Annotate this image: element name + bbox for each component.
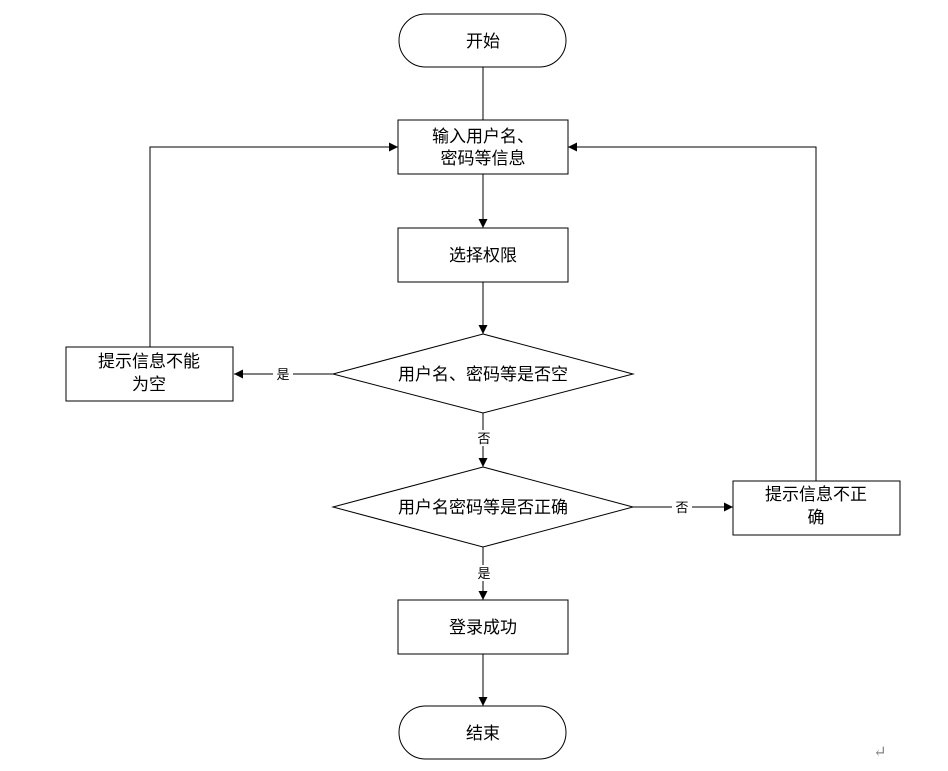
start-label: 开始: [466, 32, 500, 52]
empty-tip-line1: 提示信息不能: [98, 352, 200, 372]
login-success-label: 登录成功: [449, 618, 517, 638]
select-permission-label: 选择权限: [449, 246, 517, 266]
check-empty-decision: 用户名、密码等是否空: [331, 333, 635, 414]
wrong-tip-box: 提示信息不正 确: [732, 480, 901, 536]
empty-tip-line2: 为空: [132, 375, 166, 395]
edge-empty-tip-back-to-input: [149, 142, 398, 347]
return-mark-icon: ↵: [873, 742, 886, 761]
label-correct-no: 否: [675, 501, 688, 516]
edge-labels: 是 否 否 是: [273, 366, 692, 582]
check-empty-label: 用户名、密码等是否空: [398, 365, 568, 385]
edge-wrong-tip-back-to-input: [568, 142, 817, 481]
input-credentials-box: 输入用户名、 密码等信息: [397, 119, 569, 175]
check-correct-label: 用户名密码等是否正确: [398, 498, 568, 518]
login-success-box: 登录成功: [397, 599, 569, 655]
end-terminator: 结束: [398, 705, 567, 760]
wrong-tip-line1: 提示信息不正: [765, 485, 867, 505]
label-empty-no: 否: [477, 432, 490, 447]
input-label-line2: 密码等信息: [441, 149, 526, 169]
end-label: 结束: [466, 724, 500, 744]
wrong-tip-line2: 确: [808, 508, 825, 528]
select-permission-box: 选择权限: [397, 227, 569, 283]
input-label-line1: 输入用户名、: [432, 127, 534, 147]
check-correct-decision: 用户名密码等是否正确: [331, 466, 635, 548]
start-terminator: 开始: [398, 13, 567, 68]
label-correct-yes: 是: [477, 567, 490, 582]
empty-tip-box: 提示信息不能 为空: [65, 346, 234, 402]
label-empty-yes: 是: [276, 368, 289, 383]
